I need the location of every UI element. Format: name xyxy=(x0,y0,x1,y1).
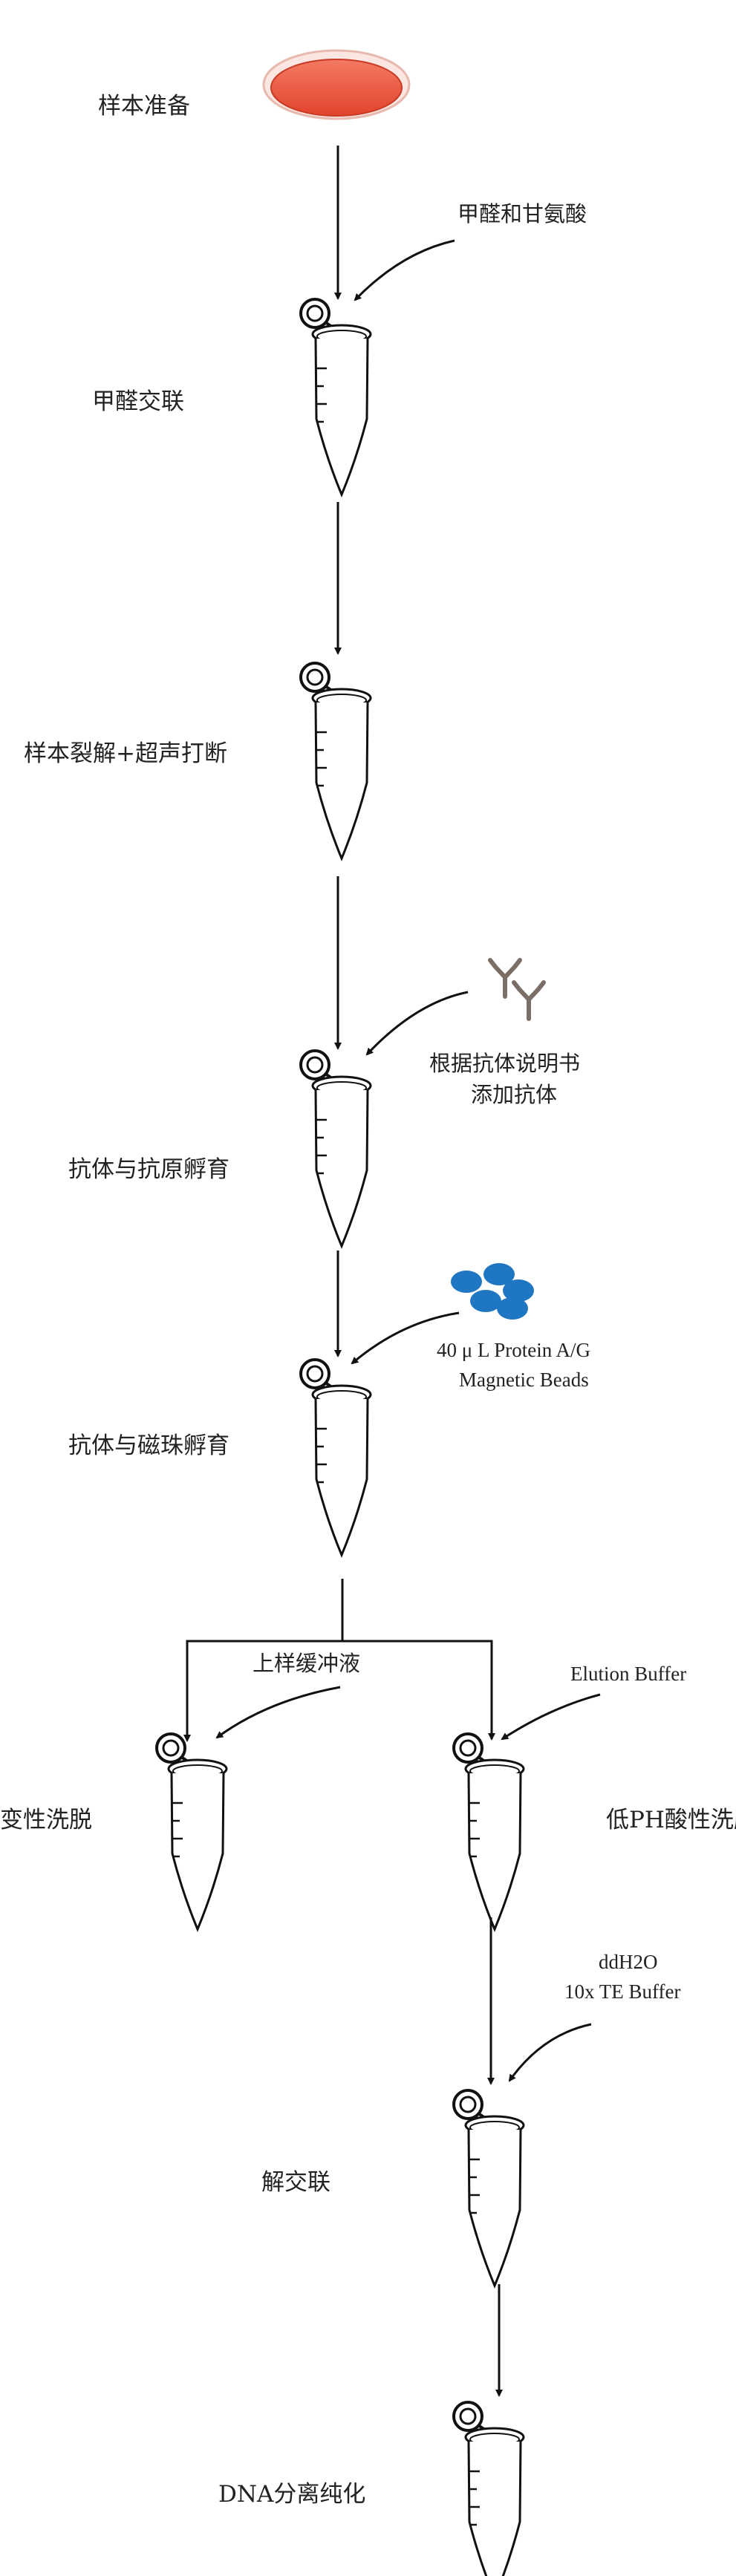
antibody-icon xyxy=(488,958,522,999)
reagent-label-ddh2o: ddH2O xyxy=(599,1951,658,1973)
step-label-decrosslinking: 解交联 xyxy=(261,2169,330,2196)
reagent-arrow-beads xyxy=(351,1311,460,1365)
reagent-label-elution-buffer: Elution Buffer xyxy=(570,1663,687,1685)
step-label-antibody-antigen: 抗体与抗原孵育 xyxy=(68,1156,229,1183)
antibody-icon-2 xyxy=(512,980,546,1021)
step-label-dna-purification: DNA分离纯化 xyxy=(218,2481,366,2508)
reagent-label-beads-2: Magnetic Beads xyxy=(459,1369,589,1391)
branch-right-arrow xyxy=(342,1640,495,1741)
petri-dish-icon xyxy=(262,49,411,120)
step-label-acid-elution: 低PH酸性洗脱 xyxy=(606,1807,736,1833)
reagent-arrow-antibody xyxy=(365,991,469,1056)
tube-decrosslinking-icon xyxy=(452,2089,525,2287)
tube-lysis-icon xyxy=(299,662,372,860)
magnetic-beads-icon xyxy=(451,1263,534,1320)
reagent-label-antibody-2: 添加抗体 xyxy=(471,1082,558,1107)
step-label-crosslinking: 甲醛交联 xyxy=(92,388,184,415)
step-label-sample-prep: 样本准备 xyxy=(98,93,190,120)
reagent-arrow-elution-buffer xyxy=(501,1693,601,1741)
reagent-arrow-loading-buffer xyxy=(215,1686,341,1739)
reagent-label-te-buffer: 10x TE Buffer xyxy=(564,1980,681,2003)
step-label-denaturing-elution: 变性洗脱 xyxy=(0,1807,92,1833)
tube-dna-purification-icon xyxy=(452,2401,525,2576)
tube-denaturing-elution-icon xyxy=(155,1732,228,1931)
reagent-label-antibody-1: 根据抗体说明书 xyxy=(429,1051,581,1076)
tube-antibody-antigen-icon xyxy=(299,1049,372,1248)
branch-left-arrow xyxy=(183,1579,344,1742)
tube-acid-elution-icon xyxy=(452,1732,525,1931)
reagent-label-beads-1: 40 μ L Protein A/G xyxy=(437,1339,590,1361)
tube-antibody-beads-icon xyxy=(299,1358,372,1556)
reagent-label-formaldehyde: 甲醛和甘氨酸 xyxy=(457,201,587,226)
reagent-arrow-decrosslink xyxy=(508,2023,592,2082)
step-label-antibody-beads: 抗体与磁珠孵育 xyxy=(68,1432,229,1459)
tube-crosslinking-icon xyxy=(299,298,372,496)
step-label-lysis-sonication: 样本裂解+超声打断 xyxy=(24,740,227,767)
reagent-label-loading-buffer: 上样缓冲液 xyxy=(253,1651,361,1676)
reagent-arrow-formaldehyde xyxy=(354,239,455,301)
